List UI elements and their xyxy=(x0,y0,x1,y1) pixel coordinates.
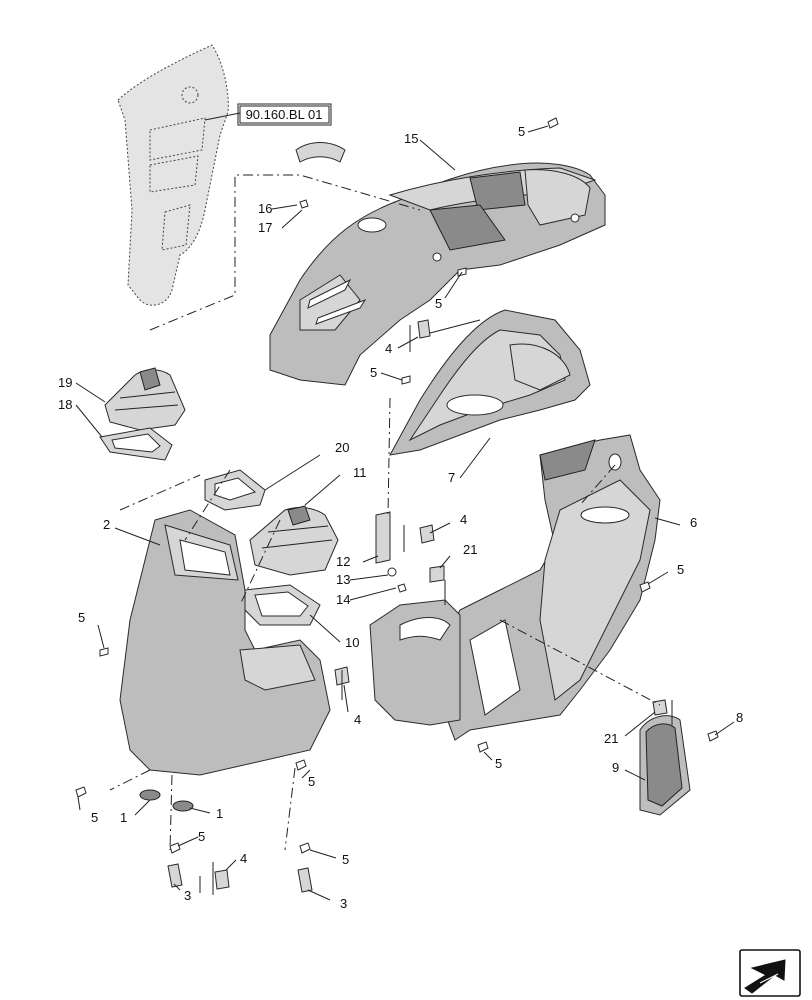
callout-6: 6 xyxy=(690,515,697,530)
part-19-boot xyxy=(104,367,186,431)
callout-4: 4 xyxy=(460,512,467,527)
callout-21: 21 xyxy=(463,542,477,557)
part-11-boot xyxy=(249,505,339,576)
part-15-upper-console xyxy=(269,162,606,386)
callout-12: 12 xyxy=(336,554,350,569)
page-arrow-icon[interactable] xyxy=(739,949,801,997)
part-7-side-panel xyxy=(389,309,591,456)
callout-20: 20 xyxy=(335,440,349,455)
callout-5: 5 xyxy=(78,610,85,625)
steering-column-reference-part xyxy=(117,44,229,306)
callout-3: 3 xyxy=(184,888,191,903)
callout-14: 14 xyxy=(336,592,350,607)
leader-lines xyxy=(75,112,735,901)
callout-5: 5 xyxy=(342,852,349,867)
callout-16: 16 xyxy=(258,201,272,216)
callout-13: 13 xyxy=(336,572,350,587)
reference-code-label: 90.160.BL 01 xyxy=(246,107,323,122)
reference-code-box[interactable]: 90.160.BL 01 xyxy=(237,103,332,126)
callout-15: 15 xyxy=(404,131,418,146)
callout-1: 1 xyxy=(120,810,127,825)
part-6-right-side-panel xyxy=(439,434,661,741)
part-10-bezel xyxy=(244,584,321,626)
callout-5: 5 xyxy=(370,365,377,380)
callout-17: 17 xyxy=(258,220,272,235)
callout-5: 5 xyxy=(435,296,442,311)
callout-8: 8 xyxy=(736,710,743,725)
part-9-grille xyxy=(639,715,691,816)
callout-4: 4 xyxy=(354,712,361,727)
callout-5: 5 xyxy=(518,124,525,139)
lower-console-panel xyxy=(369,599,461,726)
callout-7: 7 xyxy=(448,470,455,485)
callout-9: 9 xyxy=(612,760,619,775)
callout-1: 1 xyxy=(216,806,223,821)
callout-4: 4 xyxy=(385,341,392,356)
part-18-bezel xyxy=(99,427,173,461)
callout-2: 2 xyxy=(103,517,110,532)
part-20-bezel xyxy=(204,469,266,511)
callout-5: 5 xyxy=(677,562,684,577)
callout-5: 5 xyxy=(91,810,98,825)
fasteners xyxy=(75,117,719,854)
callout-labels: 5 15 16 17 5 4 5 19 18 7 20 11 2 4 6 12 … xyxy=(58,124,743,911)
callout-18: 18 xyxy=(58,397,72,412)
callout-19: 19 xyxy=(58,375,72,390)
part-2-front-cover xyxy=(119,509,331,776)
callout-21: 21 xyxy=(604,731,618,746)
callout-3: 3 xyxy=(340,896,347,911)
callout-5: 5 xyxy=(495,756,502,771)
callout-5: 5 xyxy=(198,829,205,844)
callout-10: 10 xyxy=(345,635,359,650)
assembly-centerlines xyxy=(109,174,661,851)
callout-4: 4 xyxy=(240,851,247,866)
clips-and-brackets xyxy=(139,142,668,893)
callout-5: 5 xyxy=(308,774,315,789)
callout-11: 11 xyxy=(353,465,367,480)
